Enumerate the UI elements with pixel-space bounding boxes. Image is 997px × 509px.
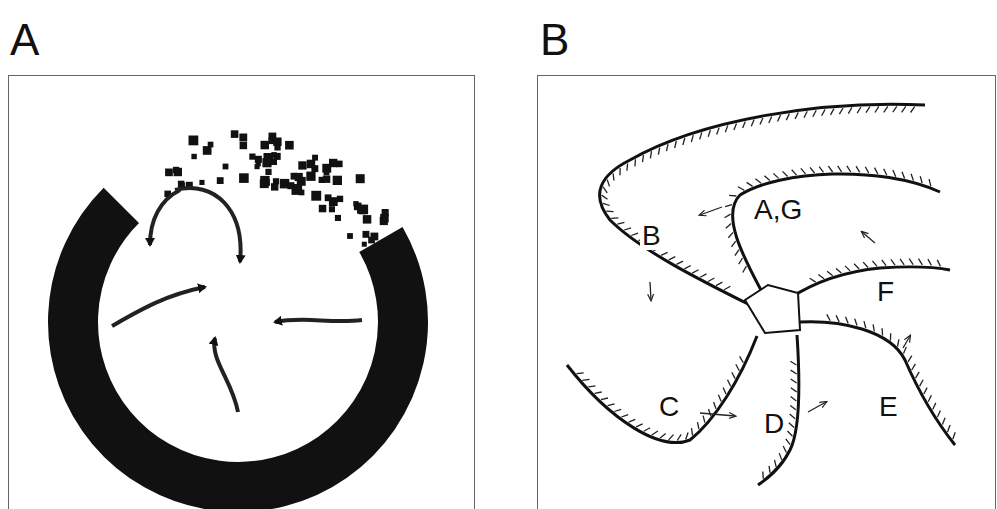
ring: [73, 130, 403, 487]
region-label: C: [657, 393, 681, 421]
region-label: D: [762, 410, 786, 438]
region-label: F: [875, 278, 896, 306]
region-label: A,G: [752, 196, 804, 224]
hub: [745, 285, 800, 333]
direction-arrows: [650, 207, 910, 416]
panel-frame: [538, 76, 996, 509]
hatched-curves: [567, 104, 955, 485]
inward-arrows: [112, 188, 362, 412]
panel-letter: A: [10, 18, 39, 62]
panel-frame: [9, 76, 475, 509]
region-label: B: [640, 222, 663, 250]
hatching: [577, 106, 956, 478]
region-label: E: [877, 393, 900, 421]
panel-letter: B: [540, 18, 569, 62]
